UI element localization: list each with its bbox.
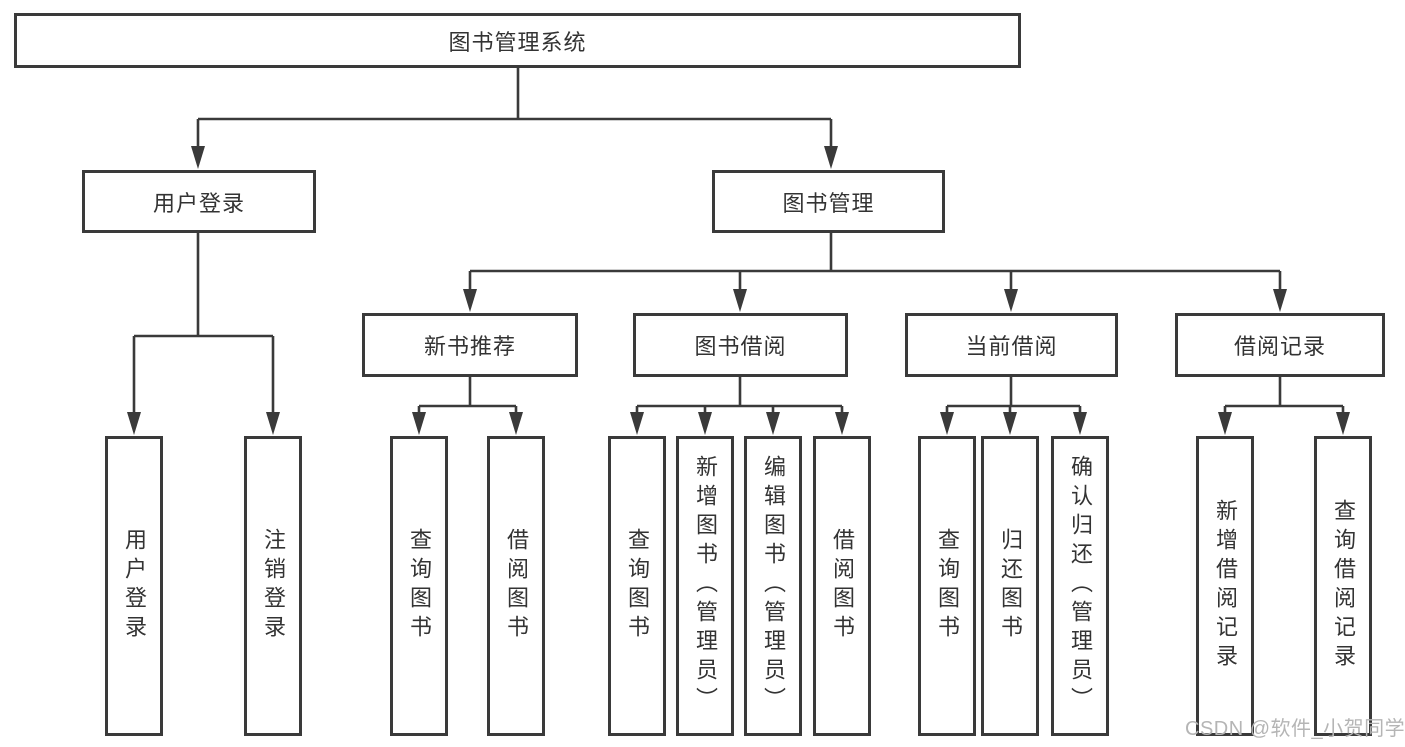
connector-currentborrow-to-leaves [945,377,1082,416]
leaf-logout-label: 注销登录 [261,527,286,645]
leaf-edit-books-admin-label: 编辑图书（管理员） [761,455,786,717]
leaf-logout: 注销登录 [244,436,302,736]
node-user-login-label: 用户登录 [152,190,245,216]
node-system-root-label: 图书管理系统 [448,29,587,55]
leaf-return-books-label: 归还图书 [998,527,1023,645]
leaf-query-borrow-record-label: 查询借阅记录 [1331,498,1356,674]
connector-newbookrec-to-leaves [417,377,518,416]
leaf-borrow-books: 借阅图书 [813,436,871,736]
leaf-user-login-label: 用户登录 [122,527,147,645]
leaf-return-books: 归还图书 [981,436,1039,736]
leaf-borrow-books-recommend: 借阅图书 [487,436,545,736]
node-current-borrow: 当前借阅 [905,313,1118,377]
leaf-add-borrow-record: 新增借阅记录 [1196,436,1254,736]
node-book-management-label: 图书管理 [782,190,875,216]
leaf-borrow-books-recommend-label: 借阅图书 [504,527,529,645]
leaf-query-books: 查询图书 [608,436,666,736]
node-borrow-records-label: 借阅记录 [1233,334,1326,359]
leaf-add-books-admin: 新增图书（管理员） [676,436,734,736]
leaf-edit-books-admin: 编辑图书（管理员） [744,436,802,736]
node-current-borrow-label: 当前借阅 [965,334,1058,359]
leaf-query-books-recommend-label: 查询图书 [407,527,432,645]
node-system-root: 图书管理系统 [14,13,1021,68]
leaf-query-books-current: 查询图书 [918,436,976,736]
leaf-borrow-books-label: 借阅图书 [830,527,855,645]
connector-borrowrecord-to-leaves [1223,377,1345,416]
node-new-book-recommend-label: 新书推荐 [423,334,516,359]
leaf-add-books-admin-label: 新增图书（管理员） [693,455,718,717]
leaf-confirm-return-admin: 确认归还（管理员） [1051,436,1109,736]
leaf-confirm-return-admin-label: 确认归还（管理员） [1068,455,1093,717]
node-new-book-recommend: 新书推荐 [362,313,578,377]
leaf-user-login: 用户登录 [105,436,163,736]
connector-bookborrow-to-leaves [635,377,844,416]
arrowheads [127,146,1350,435]
leaf-query-books-recommend: 查询图书 [390,436,448,736]
node-book-management: 图书管理 [712,170,945,233]
leaf-query-books-current-label: 查询图书 [935,527,960,645]
node-book-borrow-label: 图书借阅 [694,334,787,359]
node-borrow-records: 借阅记录 [1175,313,1385,377]
leaf-query-books-label: 查询图书 [625,527,650,645]
connector-bookmgmt-to-level3 [468,233,1282,292]
csdn-watermark: CSDN @软件_小贺同学 [1185,718,1405,740]
node-book-borrow: 图书借阅 [633,313,848,377]
leaf-add-borrow-record-label: 新增借阅记录 [1213,498,1238,674]
leaf-query-borrow-record: 查询借阅记录 [1314,436,1372,736]
connector-userlogin-to-leaves [132,233,275,416]
node-user-login: 用户登录 [82,170,316,233]
connector-root-to-level2 [196,68,833,150]
